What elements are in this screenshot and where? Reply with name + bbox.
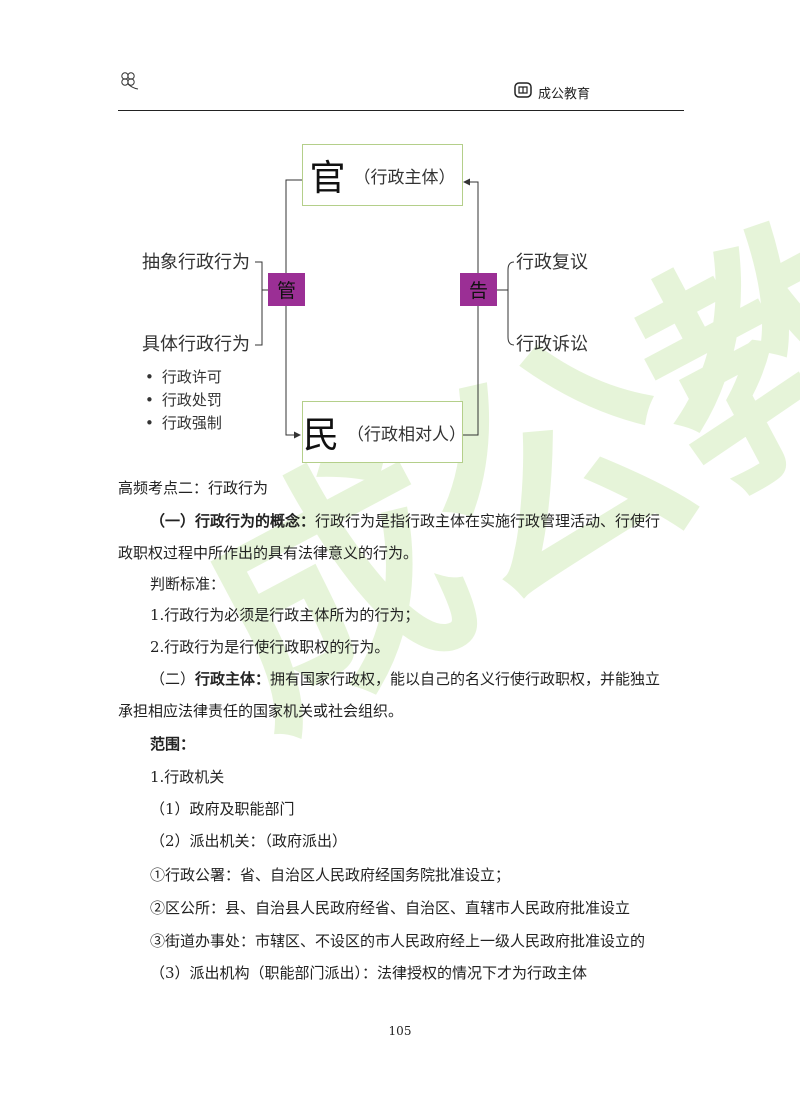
top-box-administrative-subject: 官 （行政主体） (302, 144, 463, 206)
subject-text: 拥有国家行政权，能以自己的名义行使行政职权，并能独立 (270, 670, 661, 688)
specific-action-list: 行政许可 行政处罚 行政强制 (145, 366, 222, 435)
brand: 成公教育 (514, 82, 590, 102)
diagram-connectors (255, 178, 515, 439)
scope-item-2: （1）政府及职能部门 (150, 800, 295, 818)
concept-text: 行政行为是指行政主体在实施行政管理活动、行使行 (315, 512, 661, 530)
paragraph-concept-line1: （一）行政行为的概念：行政行为是指行政主体在实施行政管理活动、行使行 (150, 510, 660, 532)
paragraph-concept-line2: 政职权过程中所作出的具有法律意义的行为。 (118, 544, 419, 562)
list-item: 行政许可 (145, 366, 222, 389)
bottom-box-char: 民 (303, 415, 340, 456)
subject-prefix: （二） (150, 670, 196, 688)
page-number: 105 (388, 1024, 412, 1038)
brand-logo-icon (514, 82, 532, 102)
label-abstract-action: 抽象行政行为 (142, 252, 250, 273)
judge-item-2: 2.行政行为是行使行政职权的行为。 (150, 638, 390, 656)
scope-item-6: ③街道办事处：市辖区、不设区的市人民政府经上一级人民政府批准设立的 (150, 932, 646, 950)
bottom-box-administrative-counterpart: 民 （行政相对人） (302, 401, 467, 463)
clover-icon (118, 70, 140, 96)
header-divider (118, 110, 684, 111)
concept-lead: （一）行政行为的概念： (150, 512, 316, 530)
scope-item-4: ①行政公署：省、自治区人民政府经国务院批准设立； (150, 866, 511, 884)
left-tag-manage: 管 (268, 273, 305, 306)
list-item: 行政强制 (145, 412, 222, 435)
scope-item-1: 1.行政机关 (150, 768, 225, 786)
scope-item-5: ②区公所：县、自治县人民政府经省、自治区、直辖市人民政府批准设立 (150, 899, 631, 917)
paragraph-subject-line2: 承担相应法律责任的国家机关或社会组织。 (118, 702, 404, 720)
label-specific-action: 具体行政行为 (142, 334, 250, 355)
right-tag-sue: 告 (460, 273, 497, 306)
scope-item-3: （2）派出机关：（政府派出） (150, 832, 348, 850)
label-reconsideration: 行政复议 (516, 252, 588, 273)
scope-heading: 范围： (150, 735, 196, 753)
bottom-box-label: （行政相对人） (347, 424, 467, 445)
subject-lead: 行政主体： (195, 670, 271, 688)
judge-standard: 判断标准： (150, 575, 226, 593)
top-box-label: （行政主体） (353, 167, 456, 188)
judge-item-1: 1.行政行为必须是行政主体所为的行为； (150, 606, 420, 624)
top-box-char: 官 (309, 158, 346, 199)
list-item: 行政处罚 (145, 389, 222, 412)
brand-name: 成公教育 (538, 86, 591, 102)
label-litigation: 行政诉讼 (516, 334, 588, 355)
section-heading: 高频考点二：行政行为 (118, 479, 269, 497)
paragraph-subject-line1: （二）行政主体：拥有国家行政权，能以自己的名义行使行政职权，并能独立 (150, 668, 660, 690)
scope-item-7: （3）派出机构（职能部门派出）：法律授权的情况下才为行政主体 (150, 964, 588, 982)
